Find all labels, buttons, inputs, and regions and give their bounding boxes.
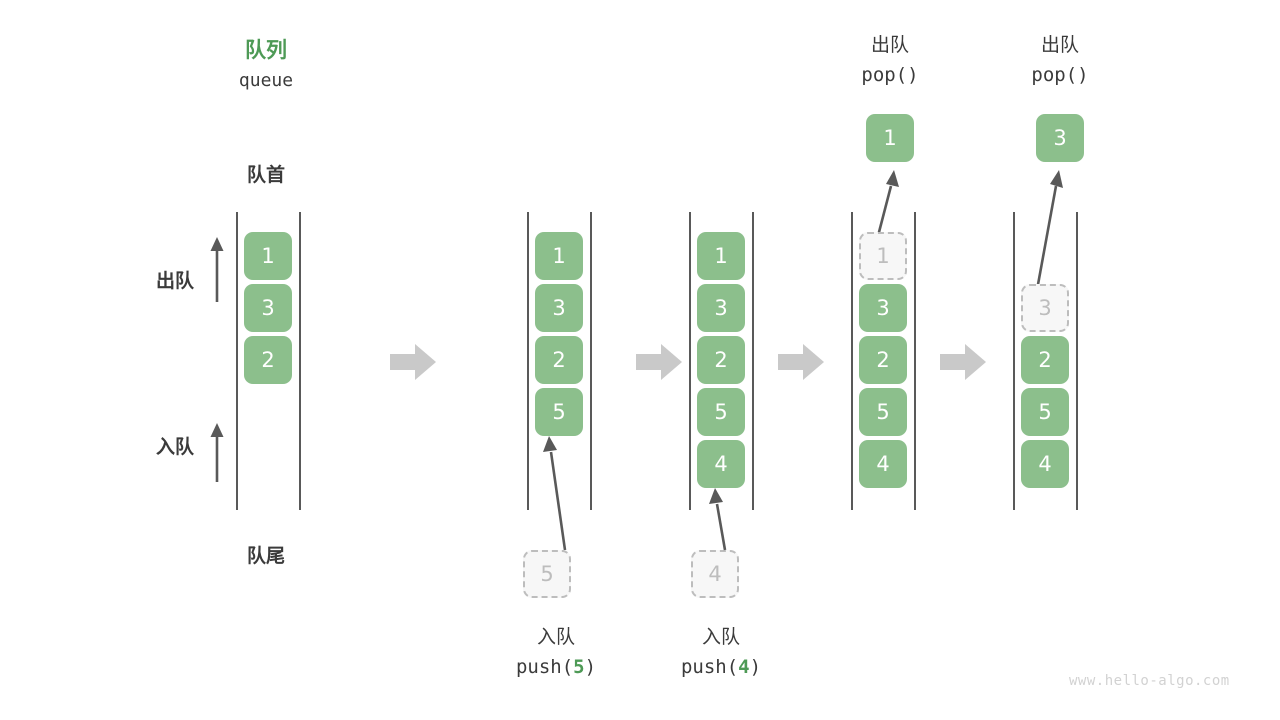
cell: 1 — [535, 232, 583, 280]
cell: 2 — [244, 336, 292, 384]
cell: 3 — [859, 284, 907, 332]
incoming-ghost-cell: 5 — [523, 550, 571, 598]
cell: 3 — [535, 284, 583, 332]
pop-code-label: pop() — [835, 64, 945, 86]
popped-cell: 1 — [866, 114, 914, 162]
ghost-cell: 1 — [859, 232, 907, 280]
pop-arrow-icon — [872, 164, 904, 237]
rail-right — [914, 212, 916, 510]
rail-right — [752, 212, 754, 510]
queue-title-cn: 队列 — [245, 39, 287, 62]
cell: 3 — [697, 284, 745, 332]
push-code-suffix: ) — [749, 656, 762, 678]
push-arrow-icon — [540, 432, 572, 551]
cell: 5 — [697, 388, 745, 436]
queue-title-en: queue — [238, 70, 294, 91]
cell: 1 — [697, 232, 745, 280]
rear-label: 队尾 — [246, 546, 285, 567]
ghost-cell: 3 — [1021, 284, 1069, 332]
flow-arrow-icon — [636, 342, 682, 382]
push-code-arg: 5 — [573, 656, 585, 678]
pop-code-suffix: ) — [1077, 64, 1089, 86]
pop-code-suffix: ) — [907, 64, 919, 86]
push-code-label: push(4) — [665, 656, 777, 678]
rail-left — [689, 212, 691, 510]
pop-code-label: pop() — [1005, 64, 1115, 86]
cell: 4 — [1021, 440, 1069, 488]
cell: 1 — [244, 232, 292, 280]
flow-arrow-icon — [390, 342, 436, 382]
cell: 2 — [1021, 336, 1069, 384]
cell: 4 — [697, 440, 745, 488]
cell: 5 — [859, 388, 907, 436]
pop-code-prefix: pop( — [861, 64, 908, 86]
rail-left — [851, 212, 853, 510]
push-code-suffix: ) — [584, 656, 597, 678]
push-arrow-icon — [704, 484, 736, 551]
cell: 2 — [535, 336, 583, 384]
push-code-label: push(5) — [503, 656, 609, 678]
rail-right — [1076, 212, 1078, 510]
cell: 2 — [697, 336, 745, 384]
pop-label-cn: 出队 — [870, 35, 909, 56]
cell: 3 — [244, 284, 292, 332]
rail-left — [236, 212, 238, 510]
rail-right — [590, 212, 592, 510]
popped-cell: 3 — [1036, 114, 1084, 162]
dequeue-label: 出队 — [155, 271, 194, 292]
dequeue-arrow-icon — [206, 236, 228, 302]
pop-arrow-icon — [1030, 164, 1070, 291]
cell: 5 — [535, 388, 583, 436]
push-code-arg: 4 — [738, 656, 750, 678]
enqueue-label: 入队 — [155, 437, 194, 458]
cell: 4 — [859, 440, 907, 488]
cell: 2 — [859, 336, 907, 384]
pop-label-cn: 出队 — [1040, 35, 1079, 56]
incoming-ghost-cell: 4 — [691, 550, 739, 598]
push-label-cn: 入队 — [701, 627, 740, 648]
cell: 5 — [1021, 388, 1069, 436]
rail-left — [1013, 212, 1015, 510]
push-label-cn: 入队 — [536, 627, 575, 648]
front-label: 队首 — [246, 165, 285, 186]
push-code-prefix: push( — [680, 656, 739, 678]
watermark: www.hello-algo.com — [1069, 673, 1230, 689]
push-code-prefix: push( — [515, 656, 574, 678]
flow-arrow-icon — [940, 342, 986, 382]
enqueue-arrow-icon — [206, 422, 228, 482]
rail-right — [299, 212, 301, 510]
rail-left — [527, 212, 529, 510]
flow-arrow-icon — [778, 342, 824, 382]
pop-code-prefix: pop( — [1031, 64, 1078, 86]
